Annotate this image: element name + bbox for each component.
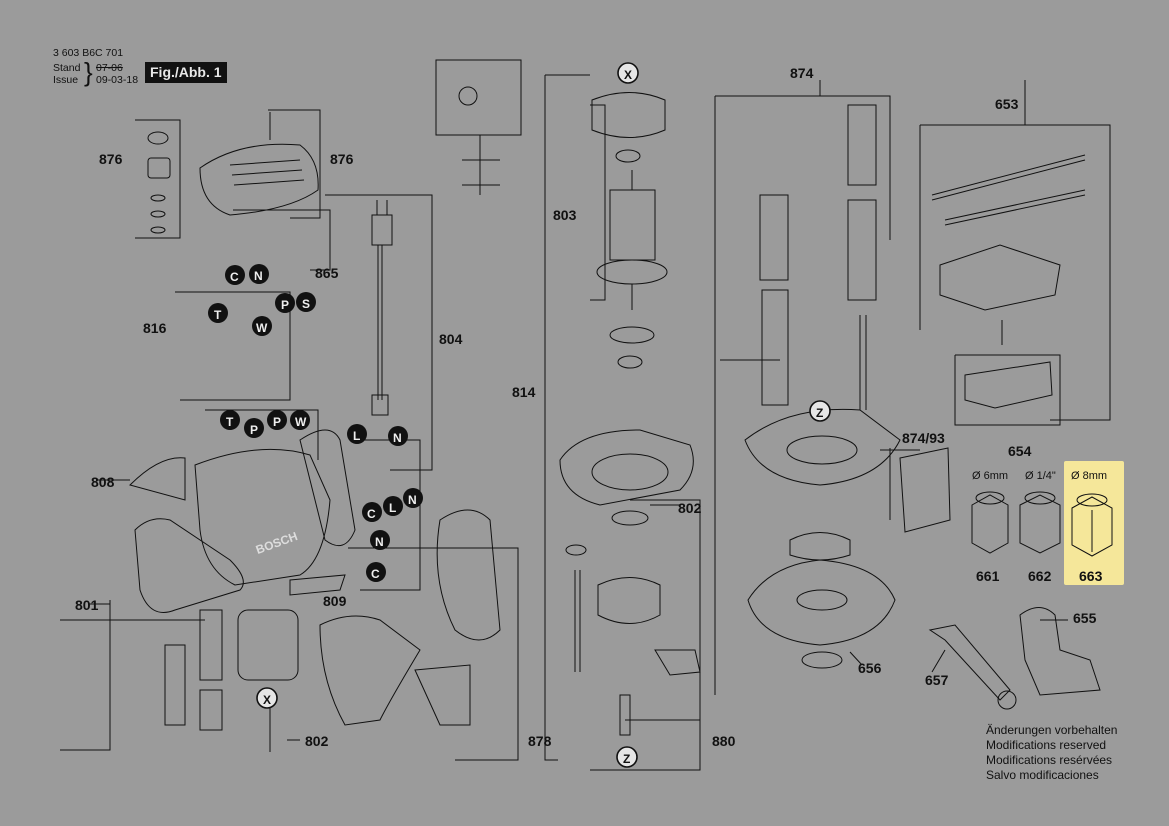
issue-date: 09-03-18 (96, 74, 139, 86)
part-804[interactable]: 804 (439, 331, 463, 347)
modifications-note: Änderungen vorbehalten Modifications res… (986, 723, 1117, 783)
note-line-fr: Modifications resérvées (986, 753, 1113, 767)
part-802-left[interactable]: 802 (305, 733, 329, 749)
marker-c-2: C (367, 507, 376, 521)
marker-x-2: X (263, 693, 272, 707)
part-802-right[interactable]: 802 (678, 500, 702, 516)
part-654[interactable]: 654 (1008, 443, 1032, 459)
part-662[interactable]: 662 (1028, 568, 1052, 584)
marker-t-2: T (226, 415, 234, 429)
marker-n-4: N (375, 535, 384, 549)
note-line-de: Änderungen vorbehalten (986, 723, 1118, 737)
part-876-left[interactable]: 876 (99, 151, 123, 167)
marker-l-1: L (353, 429, 361, 443)
part-656[interactable]: 656 (858, 660, 882, 676)
marker-c-1: C (230, 270, 239, 284)
part-865[interactable]: 865 (315, 265, 339, 281)
part-809[interactable]: 809 (323, 593, 347, 609)
part-880[interactable]: 880 (712, 733, 736, 749)
note-line-es: Salvo modificaciones (986, 768, 1099, 782)
marker-w-1: W (256, 321, 268, 335)
part-655[interactable]: 655 (1073, 610, 1097, 626)
stand-label: Stand (53, 62, 81, 74)
marker-x-1: X (624, 68, 633, 82)
marker-n-1: N (254, 269, 263, 283)
header-brace: } (84, 57, 93, 87)
part-878[interactable]: 878 (528, 733, 552, 749)
part-874-93[interactable]: 874/93 (902, 430, 945, 446)
marker-z-1: Z (816, 406, 824, 420)
marker-t-1: T (214, 308, 222, 322)
figure-label: Fig./Abb. 1 (145, 62, 227, 83)
document-number: 3 603 B6C 701 (53, 47, 124, 59)
part-657[interactable]: 657 (925, 672, 949, 688)
part-653[interactable]: 653 (995, 96, 1019, 112)
part-808[interactable]: 808 (91, 474, 115, 490)
marker-z-2: Z (623, 752, 631, 766)
part-801[interactable]: 801 (75, 597, 99, 613)
collet-663-size: Ø 8mm (1071, 470, 1108, 482)
marker-p-3: P (273, 415, 282, 429)
marker-p-2: P (250, 423, 259, 437)
marker-l-2: L (389, 501, 397, 515)
part-814[interactable]: 814 (512, 384, 536, 400)
marker-c-3: C (371, 567, 380, 581)
marker-p-1: P (281, 298, 290, 312)
part-874[interactable]: 874 (790, 65, 814, 81)
marker-n-3: N (408, 493, 417, 507)
collet-661-size: Ø 6mm (972, 470, 1009, 482)
marker-n-2: N (393, 431, 402, 445)
stand-date: 07-06 (96, 62, 123, 74)
issue-label: Issue (53, 74, 79, 86)
part-663[interactable]: 663 (1079, 568, 1103, 584)
marker-w-2: W (295, 415, 307, 429)
marker-s: S (302, 297, 311, 311)
part-816[interactable]: 816 (143, 320, 167, 336)
part-876-right[interactable]: 876 (330, 151, 354, 167)
collet-662-size: Ø 1/4" (1025, 470, 1056, 482)
part-661[interactable]: 661 (976, 568, 1000, 584)
selected-part-highlight (1064, 461, 1124, 585)
part-803[interactable]: 803 (553, 207, 577, 223)
note-line-en: Modifications reserved (986, 738, 1107, 752)
